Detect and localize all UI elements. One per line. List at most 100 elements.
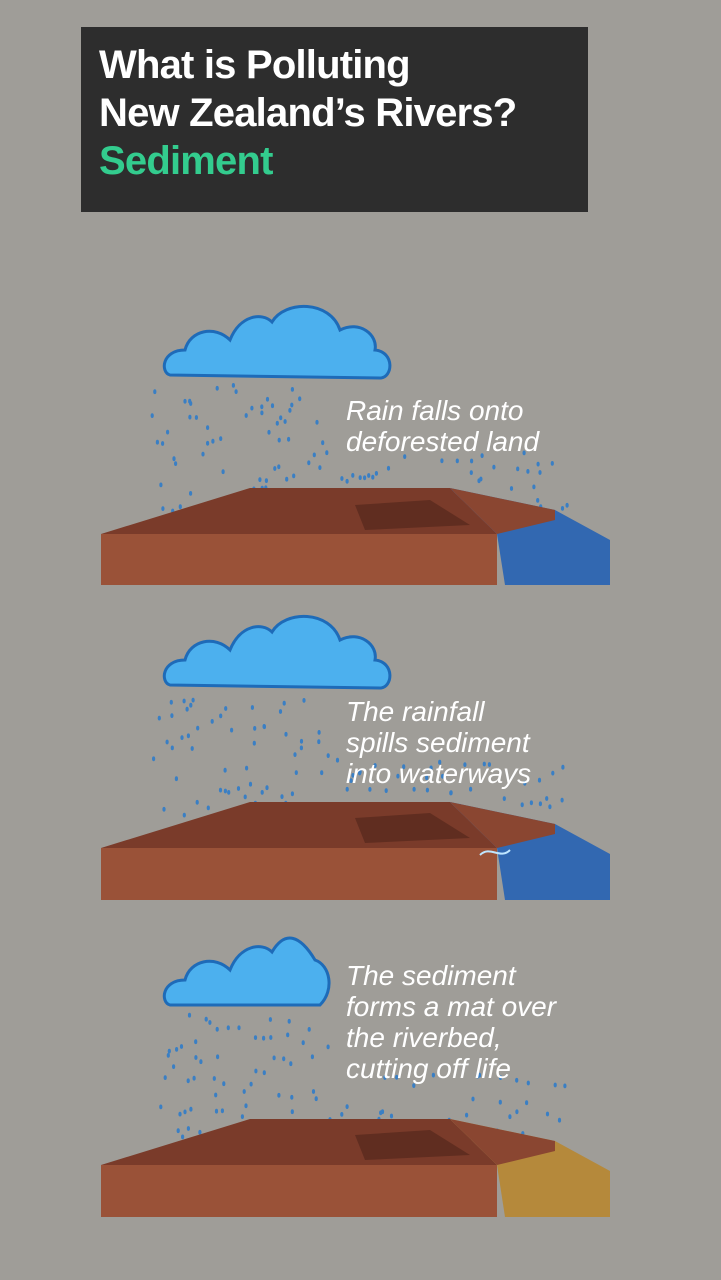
rain-drop — [211, 438, 215, 444]
rain-drop — [526, 469, 530, 474]
rain-drop — [234, 389, 238, 394]
rain-drop — [172, 456, 176, 462]
rain-drop — [479, 476, 483, 482]
rain-drop — [262, 1035, 266, 1041]
rain-drop — [185, 706, 189, 712]
rain-drop — [188, 398, 192, 404]
rain-drop — [383, 1075, 387, 1080]
rain-drop — [186, 1078, 190, 1084]
rain-drop — [301, 1040, 305, 1046]
rain-drop — [326, 753, 330, 758]
rain-drop — [253, 1035, 258, 1040]
rain-drop — [167, 1048, 171, 1054]
rain-drop — [412, 786, 416, 792]
rain-drop — [536, 461, 540, 467]
rain-drop — [402, 764, 406, 770]
rain-drop — [470, 458, 474, 464]
rain-drop — [192, 1075, 196, 1081]
rain-drop — [498, 1075, 503, 1080]
rain-drop — [299, 738, 304, 744]
rain-drop — [321, 440, 325, 446]
rain-drop — [363, 475, 367, 481]
step-spill-illustration — [101, 614, 610, 900]
rain-drop — [244, 1103, 248, 1109]
rain-drop — [345, 786, 349, 792]
rain-drop — [161, 506, 165, 511]
rain-drop — [523, 780, 527, 786]
rain-drop — [222, 1081, 226, 1087]
rain-drop — [218, 787, 223, 793]
rain-drop — [367, 473, 371, 478]
rain-drop — [273, 466, 277, 471]
rain-drop — [290, 402, 294, 408]
rain-drop — [216, 1054, 220, 1060]
rain-drop — [265, 785, 269, 791]
rain-drop — [182, 698, 186, 704]
rain-drop — [538, 470, 542, 475]
rain-drop — [455, 458, 459, 464]
rain-drop — [240, 1114, 244, 1119]
rain-drop — [563, 1083, 567, 1089]
rain-drop — [384, 788, 388, 793]
rain-drop — [157, 715, 161, 721]
rain-drop — [325, 450, 329, 456]
rain-drop — [287, 436, 291, 442]
rain-drop — [178, 1111, 182, 1117]
rain-drop — [515, 1109, 519, 1115]
rain-drop — [536, 498, 540, 503]
rain-drop — [267, 429, 271, 435]
rain-drop — [550, 461, 554, 466]
rain-drop — [311, 1089, 316, 1094]
rain-drop — [525, 1100, 529, 1106]
rain-drop — [429, 765, 433, 771]
rain-drop — [282, 700, 286, 706]
rain-drop — [242, 1089, 246, 1094]
rain-drop — [194, 1039, 198, 1045]
rain-drop — [221, 469, 225, 475]
rain-drop — [214, 1108, 219, 1114]
rain-drop — [220, 1108, 224, 1114]
rain-drop — [176, 1128, 180, 1134]
rain-drop — [368, 787, 372, 792]
rain-drop — [293, 752, 297, 757]
caption-line: into waterways — [346, 758, 532, 789]
rain-drop — [441, 773, 445, 779]
rain-drop — [181, 1134, 185, 1140]
rain-drop — [320, 770, 324, 776]
rain-drop — [165, 739, 169, 745]
rain-drop — [545, 1111, 550, 1117]
rain-drop — [155, 439, 159, 445]
rain-drop — [199, 1059, 203, 1065]
rain-drop — [469, 786, 473, 792]
rain-drop — [258, 477, 262, 482]
rain-drop — [318, 465, 322, 470]
rain-drop — [508, 1114, 512, 1120]
rain-drop — [262, 724, 266, 729]
rain-drop — [358, 770, 362, 776]
rain-drop — [565, 502, 569, 508]
rain-drop — [169, 699, 173, 705]
rain-drop — [180, 735, 184, 740]
rain-drop — [166, 1053, 170, 1058]
rain-drop — [284, 731, 288, 737]
rain-drop — [515, 1077, 519, 1083]
rain-drop — [215, 385, 219, 391]
rain-drop — [292, 473, 296, 479]
rain-drop — [548, 804, 552, 810]
rain-drop — [206, 805, 210, 811]
land-block — [101, 802, 610, 900]
rain-drop — [161, 441, 165, 446]
rain-drop — [170, 745, 174, 751]
rain-drop — [529, 800, 534, 806]
rain-drop — [471, 1096, 475, 1102]
rain-drop — [189, 491, 193, 496]
rain-drop — [449, 790, 453, 796]
rain-drop — [201, 451, 205, 457]
step-spill-scene: The rainfall spills sediment into waterw… — [0, 610, 721, 910]
cloud-icon — [162, 304, 392, 380]
rain-drop — [290, 791, 294, 797]
rain-drop — [194, 415, 198, 420]
rain-drop — [312, 452, 316, 458]
rain-drop — [182, 812, 186, 818]
rain-drop — [272, 1055, 276, 1061]
